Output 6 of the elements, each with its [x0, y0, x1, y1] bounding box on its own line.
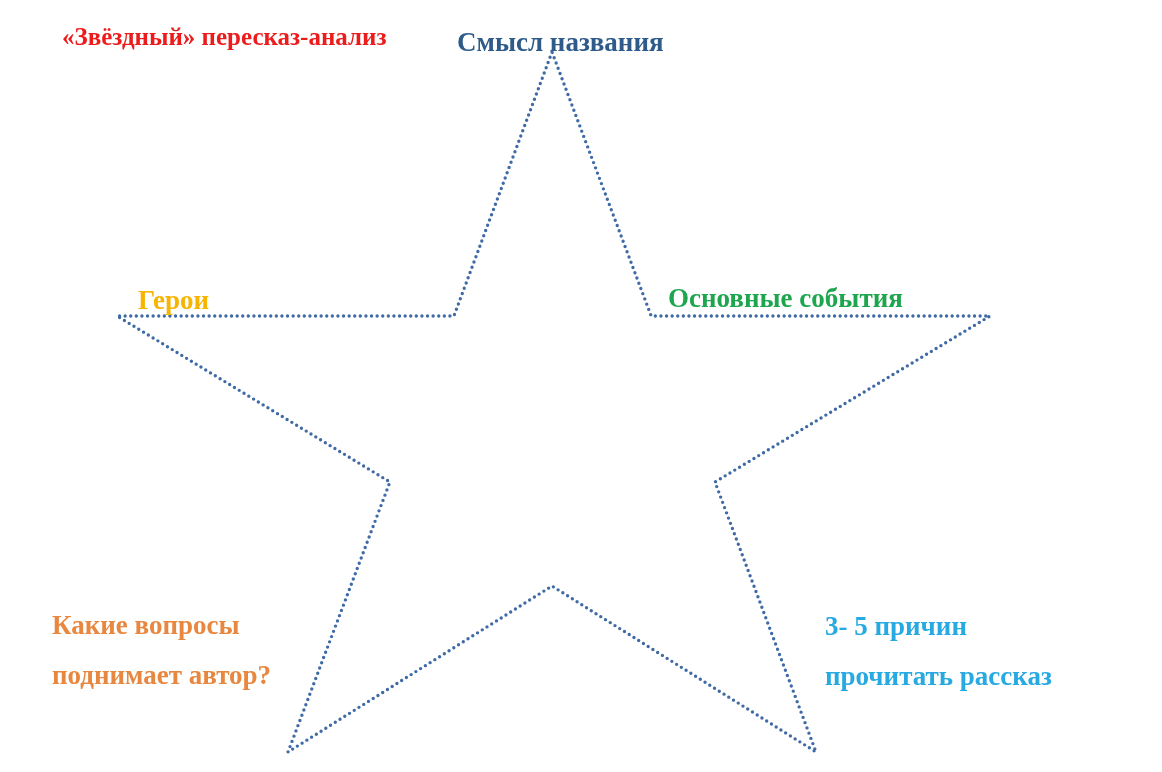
point-label: Герои — [138, 284, 210, 317]
point-label: Основные события — [668, 282, 903, 315]
point-label: 3- 5 причин прочитать рассказ — [825, 610, 1053, 693]
point-label: Смысл названия — [457, 26, 664, 59]
title: «Звёздный» пересказ-анализ — [62, 22, 387, 52]
point-label: Какие вопросы поднимает автор? — [52, 609, 273, 692]
